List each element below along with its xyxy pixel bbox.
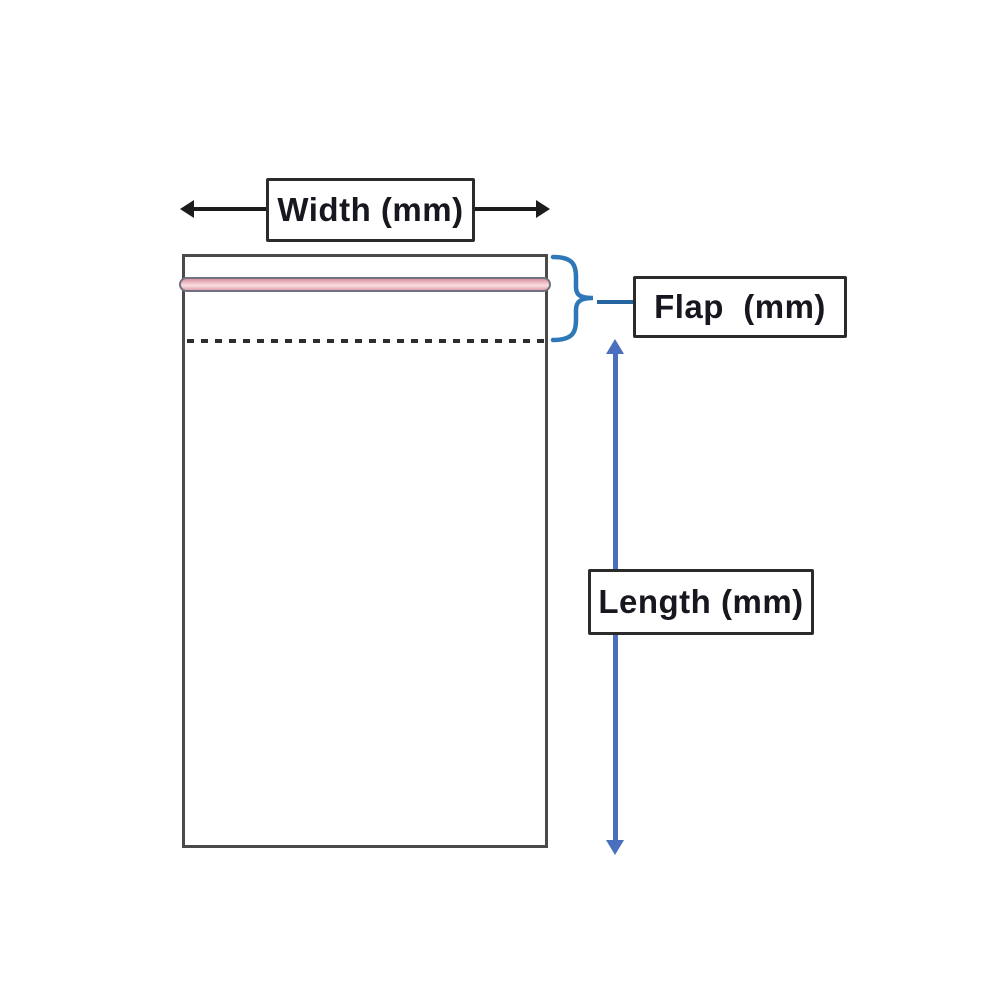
width-arrow-left-icon	[180, 200, 194, 218]
flap-label-box: Flap (mm)	[633, 276, 847, 338]
flap-connector-line	[597, 300, 635, 304]
width-arrow-right-icon	[536, 200, 550, 218]
length-arrow-up-icon	[606, 339, 624, 354]
width-label-box: Width (mm)	[266, 178, 475, 242]
width-label: Width (mm)	[277, 191, 464, 228]
flap-label: Flap (mm)	[654, 288, 826, 325]
width-arrow-right-line	[475, 207, 538, 211]
length-label: Length (mm)	[598, 583, 804, 620]
length-label-box: Length (mm)	[588, 569, 814, 635]
width-arrow-left-line	[192, 207, 266, 211]
flap-brace-icon	[550, 254, 594, 343]
fold-dotted-line	[187, 339, 545, 343]
bag-outline	[182, 254, 548, 848]
length-arrow-down-icon	[606, 840, 624, 855]
adhesive-strip	[179, 277, 551, 292]
